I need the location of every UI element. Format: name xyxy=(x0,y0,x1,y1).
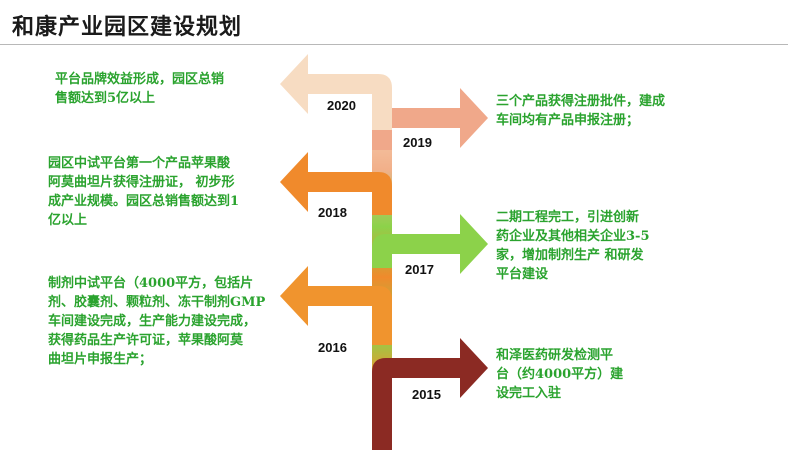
year-label-2015: 2015 xyxy=(412,387,441,402)
milestone-text-2018: 园区中试平台第一个产品苹果酸 阿莫曲坦片获得注册证， 初步形 成产业规模。园区总… xyxy=(48,156,240,228)
year-label-2019: 2019 xyxy=(403,135,432,150)
year-label-2020: 2020 xyxy=(327,98,356,113)
year-label-2017: 2017 xyxy=(405,262,434,277)
milestone-text-2017: 二期工程完工，引进创新 药企业及其他相关企业3-5 家，增加制剂生产 和研发 平… xyxy=(496,210,650,282)
milestone-text-2020: 平台品牌效益形成，园区总销 售额达到5亿以上 xyxy=(55,72,225,106)
year-label-2016: 2016 xyxy=(318,340,347,355)
milestone-text-2016: 制剂中试平台（4000平方，包括片 剂、胶囊剂、颗粒剂、冻干制剂GMP 车间建设… xyxy=(48,276,266,367)
page-title: 和康产业园区建设规划 xyxy=(12,15,243,40)
arrow-2020 xyxy=(280,54,392,130)
arrow-2015 xyxy=(372,338,488,450)
arrow-2018 xyxy=(280,152,392,215)
year-label-2018: 2018 xyxy=(318,205,347,220)
milestone-text-2019: 三个产品获得注册批件，建成 车间均有产品申报注册； xyxy=(496,94,666,128)
arrow-2019 xyxy=(372,88,488,150)
arrow-2017 xyxy=(372,214,488,274)
title-divider xyxy=(0,44,788,45)
arrow-2016 xyxy=(280,266,392,345)
milestone-text-2015: 和泽医药研发检测平 台（约4000平方）建 设完工入驻 xyxy=(496,348,624,401)
